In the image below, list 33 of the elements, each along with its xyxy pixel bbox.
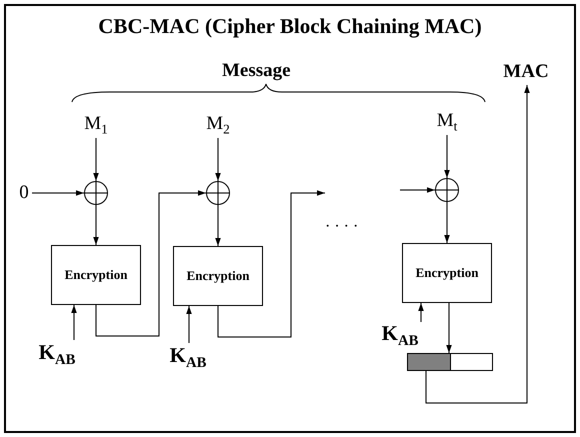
arrow bbox=[218, 190, 326, 338]
arrow bbox=[93, 204, 99, 246]
xor-symbol bbox=[84, 181, 108, 205]
diagram-title: CBC-MAC (Cipher Block Chaining MAC) bbox=[97, 14, 483, 39]
arrow bbox=[96, 190, 206, 336]
mac-label: MAC bbox=[500, 59, 552, 85]
arrow bbox=[426, 84, 530, 404]
arrow bbox=[32, 190, 84, 196]
key-label: K$_{AB}$ bbox=[36, 340, 78, 370]
arrow bbox=[215, 138, 221, 182]
ellipsis-label: · · · · bbox=[325, 218, 358, 236]
key-label: K$_{AB}$ bbox=[167, 343, 209, 373]
arrow bbox=[444, 134, 450, 178]
message-block-label: M$_{2}$ bbox=[202, 112, 234, 138]
arrow bbox=[71, 304, 77, 340]
arrow bbox=[444, 202, 450, 244]
xor-symbol bbox=[206, 181, 230, 205]
arrow bbox=[418, 302, 424, 322]
xor-symbol bbox=[435, 178, 459, 202]
encryption-box: Encryption bbox=[402, 243, 492, 303]
arrow bbox=[446, 302, 452, 354]
key-label: K$_{AB}$ bbox=[376, 322, 424, 350]
arrow bbox=[215, 204, 221, 246]
encryption-box: Encryption bbox=[51, 245, 141, 305]
encryption-box: Encryption bbox=[173, 246, 263, 306]
arrow bbox=[93, 138, 99, 182]
brace-label: Message bbox=[222, 60, 291, 82]
output-register bbox=[407, 353, 493, 371]
message-block-label: M$_{1}$ bbox=[80, 112, 112, 138]
initial-value-label: 0 bbox=[16, 181, 32, 205]
arrow bbox=[186, 306, 192, 344]
arrow bbox=[400, 187, 436, 193]
message-block-label: M$_{t}$ bbox=[431, 109, 463, 135]
